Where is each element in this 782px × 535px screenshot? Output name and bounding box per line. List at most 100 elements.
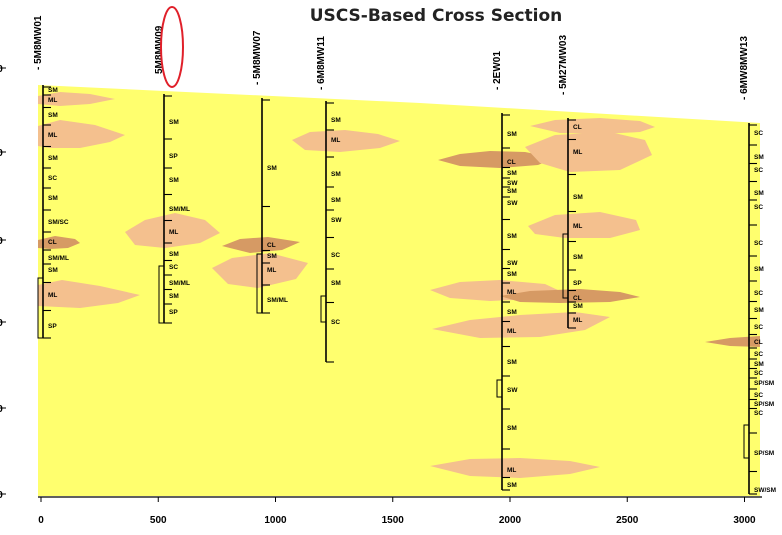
soil-label: SM xyxy=(169,251,179,258)
soil-label: ML xyxy=(48,132,57,139)
y-tick-label: 0 xyxy=(0,404,3,415)
x-tick-label: 2500 xyxy=(616,515,639,526)
y-tick-label: 0 xyxy=(0,236,3,247)
soil-label: SC xyxy=(754,410,763,417)
soil-label: SM xyxy=(754,190,764,197)
soil-label: SM/SC xyxy=(48,219,69,226)
soil-label: SC xyxy=(331,319,340,326)
axes: 050010001500200025003000000000 xyxy=(0,64,762,526)
screen-bracket xyxy=(743,424,749,459)
highlight-ellipse xyxy=(160,6,184,88)
soil-label: SM xyxy=(331,117,341,124)
soil-label: ML xyxy=(331,137,340,144)
soil-label: SM xyxy=(507,131,517,138)
soil-label: SP/SM xyxy=(754,380,774,387)
borehole-name: - 5M8MW01 xyxy=(33,15,44,70)
screen-bracket xyxy=(158,265,164,324)
soil-label: SP xyxy=(169,309,178,316)
soil-label: SC xyxy=(754,240,763,247)
soil-label: SW xyxy=(507,200,518,207)
soil-label: SM xyxy=(573,303,583,310)
soil-label: SC xyxy=(169,264,178,271)
soil-label: SM xyxy=(754,266,764,273)
lens xyxy=(38,280,140,308)
soil-label: CL xyxy=(754,339,763,346)
soil-label: ML xyxy=(573,317,582,324)
soil-label: ML xyxy=(48,97,57,104)
soil-label: SC xyxy=(754,204,763,211)
soil-label: ML xyxy=(573,223,582,230)
soil-label: ML xyxy=(573,149,582,156)
soil-label: SP/SM xyxy=(754,401,774,408)
soil-label: ML xyxy=(507,328,516,335)
soil-label: SM xyxy=(507,309,517,316)
soil-label: SM xyxy=(169,177,179,184)
screen-bracket xyxy=(37,277,43,339)
soil-label: SM xyxy=(507,425,517,432)
soil-label: SW xyxy=(507,387,518,394)
soil-label: SC xyxy=(754,370,763,377)
section-fill xyxy=(38,85,760,496)
screen-bracket xyxy=(320,295,326,323)
borehole-name: - 6M8MW11 xyxy=(316,36,327,90)
soil-label: SM xyxy=(331,171,341,178)
x-tick-label: 2000 xyxy=(499,515,522,526)
soil-label: SM xyxy=(507,271,517,278)
soil-label: SP/SM xyxy=(754,450,774,457)
lens xyxy=(430,458,600,478)
soil-label: SM xyxy=(169,119,179,126)
soil-label: SM xyxy=(754,307,764,314)
soil-label: SM/ML xyxy=(169,280,190,287)
soil-label: SM xyxy=(48,267,58,274)
soil-label: SM xyxy=(507,233,517,240)
lens xyxy=(38,92,115,106)
soil-label: SC xyxy=(754,392,763,399)
lens xyxy=(222,237,300,253)
x-tick-label: 1500 xyxy=(382,515,405,526)
soil-label: SM/ML xyxy=(48,255,69,262)
x-tick-label: 1000 xyxy=(264,515,287,526)
y-tick-label: 0 xyxy=(0,148,3,159)
lenses xyxy=(38,92,760,478)
soil-label: SM xyxy=(331,280,341,287)
soil-label: CL xyxy=(507,159,516,166)
soil-label: SC xyxy=(754,324,763,331)
soil-label: SM xyxy=(573,254,583,261)
lens xyxy=(38,120,125,148)
soil-label: SM xyxy=(507,188,517,195)
x-tick-label: 500 xyxy=(150,515,167,526)
borehole-name: - 2EW01 xyxy=(492,51,503,90)
soil-label: CL xyxy=(48,239,57,246)
lens xyxy=(432,312,610,338)
soil-label: SM xyxy=(48,112,58,119)
soil-label: SM xyxy=(507,170,517,177)
screen-bracket xyxy=(256,253,262,314)
lens xyxy=(125,213,220,248)
x-tick-label: 0 xyxy=(38,515,44,526)
borehole-name: - 5M27MW03 xyxy=(558,35,569,95)
soil-label: SM xyxy=(48,195,58,202)
soil-label: SC xyxy=(754,290,763,297)
x-tick-label: 3000 xyxy=(733,515,756,526)
boreholes: SM ML SM ML SM SC SM SM/SC CL SM/ML SM ML SP SM SP SM SM… xyxy=(37,85,776,495)
soil-label: SM xyxy=(48,155,58,162)
soil-label: ML xyxy=(507,289,516,296)
soil-label: SC xyxy=(331,252,340,259)
borehole-name: 5M8MW09 xyxy=(154,25,165,74)
soil-label: SM xyxy=(331,197,341,204)
soil-label: CL xyxy=(573,295,582,302)
soil-label: SM xyxy=(169,293,179,300)
y-tick-label: 0 xyxy=(0,64,3,75)
screen-bracket xyxy=(562,233,568,299)
soil-label: SP xyxy=(169,153,178,160)
soil-label: SM/ML xyxy=(267,297,288,304)
y-tick-label: 0 xyxy=(0,490,3,501)
